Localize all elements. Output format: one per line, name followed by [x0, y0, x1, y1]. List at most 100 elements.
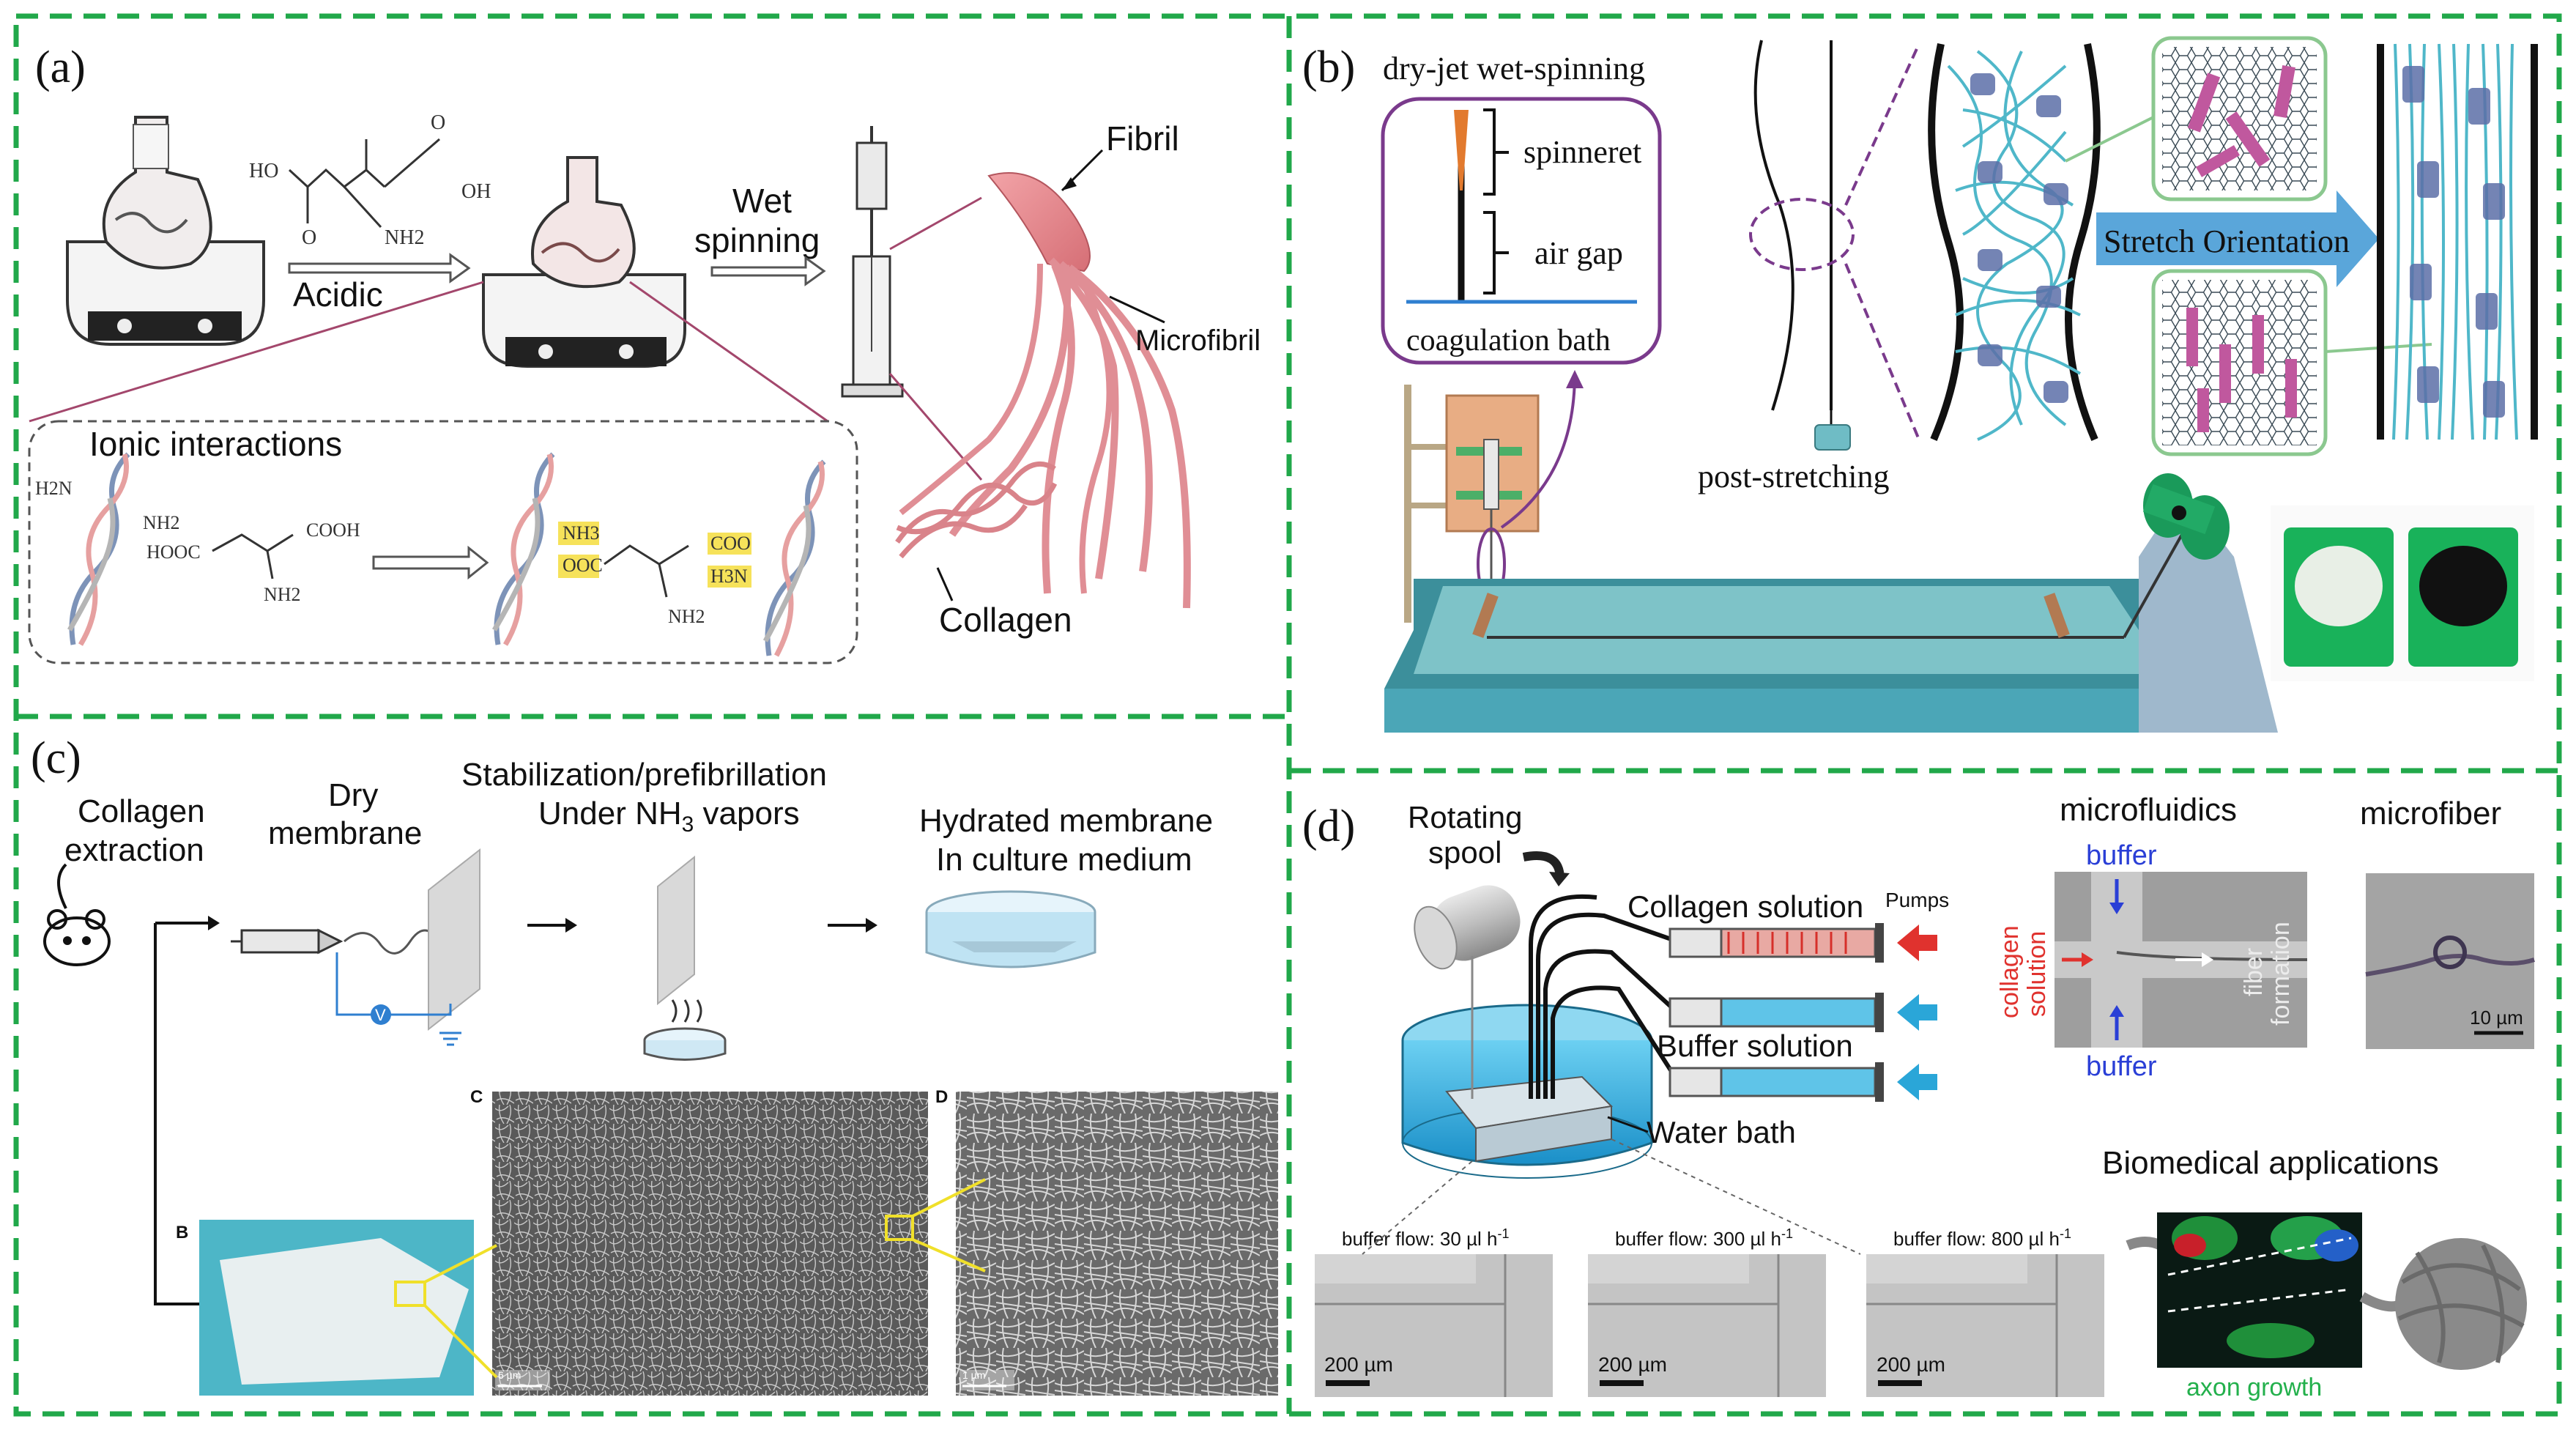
label-water-bath: Water bath	[1647, 1115, 1796, 1149]
molecular-structure-bottom	[2151, 269, 2328, 456]
microfluidic-chip	[2055, 872, 2308, 1048]
label-stretch-orientation: Stretch Orientation	[2104, 223, 2350, 259]
flow-label-2: buffer flow: 300 µl h-1	[1615, 1226, 1793, 1250]
label-ionic-interactions: Ionic interactions	[89, 425, 342, 463]
label-solution-vertical: solution	[2023, 931, 2051, 1017]
svg-text:NH3: NH3	[563, 522, 600, 544]
svg-text:HOOC: HOOC	[146, 541, 201, 563]
arrow-wet-spinning	[710, 256, 826, 286]
random-fiber-network	[1928, 42, 2101, 441]
zoom-ellipse	[1749, 198, 1855, 271]
label-spool: spool	[1428, 835, 1502, 870]
hot-plate-right-icon	[482, 156, 686, 368]
svg-text:HO: HO	[249, 160, 278, 182]
sub-label-c: C	[470, 1087, 483, 1107]
label-axon-growth: axon growth	[2186, 1374, 2322, 1401]
label-dry-jet: dry-jet wet-spinning	[1383, 51, 1645, 86]
flow-label-3: buffer flow: 800 µl h-1	[1893, 1226, 2071, 1250]
label-collagen: Collagen	[78, 793, 205, 829]
sem-image-c: 6 µm	[492, 1092, 928, 1396]
stretch-orientation-arrow	[2096, 190, 2379, 287]
scale-200-3: 200 µm	[1877, 1353, 1945, 1376]
label-microfiber: microfiber	[2360, 796, 2501, 831]
helix-middle	[491, 452, 555, 646]
panel-a: (a) HO O O OH NH2 Acidic	[28, 42, 1261, 664]
sub-label-b: B	[176, 1223, 188, 1242]
buffer-syringe-2	[1669, 1062, 1937, 1102]
molecular-structure-top	[2151, 36, 2328, 201]
helix-left	[67, 452, 130, 646]
label-fibril: Fibril	[1106, 119, 1179, 158]
label-rotating: Rotating	[1408, 800, 1522, 834]
membrane-photo	[199, 1220, 474, 1396]
vapor-dish-icon	[643, 999, 727, 1061]
panel-c: (c) Collagen extraction Dry membrane Sta…	[31, 733, 1278, 1396]
culture-dish-icon	[925, 890, 1096, 968]
sub-label-d: D	[935, 1087, 948, 1107]
label-pumps: Pumps	[1885, 889, 1949, 911]
hot-plate-left-icon	[66, 116, 265, 346]
label-coagulation-bath: coagulation bath	[1406, 324, 1611, 358]
fibril-illustration	[899, 172, 1191, 609]
tubing	[1471, 894, 1679, 1099]
label-formation-vertical: formation	[2267, 922, 2295, 1026]
panel-b-label: (b)	[1302, 42, 1355, 92]
svg-text:COOH: COOH	[306, 519, 360, 541]
spinning-apparatus	[1384, 370, 2278, 733]
svg-text:OOC: OOC	[563, 555, 603, 576]
label-collagen-a: Collagen	[939, 601, 1072, 639]
rotating-spool-icon	[1414, 851, 1570, 970]
scale-10um: 10 µm	[2470, 1007, 2523, 1029]
label-under-nh3: Under NH3 vapors	[538, 796, 800, 837]
weight-icon	[1814, 424, 1851, 451]
flow-image-3: buffer flow: 800 µl h-1 200 µm	[1866, 1226, 2104, 1397]
panel-d: (d) Rotating spool	[1302, 792, 2535, 1401]
sem-image-d: 1 µm	[956, 1092, 1278, 1396]
svg-text:COO: COO	[710, 533, 751, 554]
svg-text:NH2: NH2	[264, 584, 301, 605]
electrospinning-icon: V	[231, 848, 480, 1046]
label-buffer-bottom: buffer	[2086, 1051, 2157, 1082]
flow-image-1: buffer flow: 30 µl h-1 200 µm	[1315, 1226, 1553, 1397]
collagen-syringe	[1669, 923, 1937, 963]
helix-right	[762, 459, 826, 657]
panel-d-label: (d)	[1302, 801, 1355, 851]
svg-text:NH2: NH2	[668, 606, 705, 627]
collagen-triple-helix	[895, 461, 1058, 559]
panel-c-label: (c)	[31, 733, 81, 783]
yarn-ball-icon	[2395, 1238, 2527, 1370]
flow-image-2: buffer flow: 300 µl h-1 200 µm	[1588, 1226, 1826, 1397]
scale-c: 6 µm	[498, 1369, 521, 1381]
flow-label-1: buffer flow: 30 µl h-1	[1342, 1226, 1510, 1250]
membrane-icon	[657, 855, 695, 1006]
label-culture-medium: In culture medium	[936, 842, 1192, 878]
panel-borders	[13, 13, 2562, 1417]
svg-text:H3N: H3N	[710, 566, 748, 587]
buffer-syringe-1	[1669, 993, 1937, 1032]
spinneret-detail-box	[1381, 97, 1662, 365]
ionic-interactions-box	[28, 420, 858, 664]
label-extraction: extraction	[64, 832, 204, 868]
svg-text:H2N: H2N	[35, 478, 73, 499]
label-collagen-vertical: collagen	[1996, 925, 2024, 1018]
panel-a-label: (a)	[35, 42, 86, 92]
label-biomedical: Biomedical applications	[2102, 1145, 2439, 1181]
axon-growth-image: axon growth	[2126, 1212, 2405, 1401]
svg-text:OH: OH	[461, 180, 491, 203]
label-collagen-solution: Collagen solution	[1627, 889, 1863, 924]
label-wet: Wet	[732, 182, 792, 220]
syringe-icon	[841, 126, 904, 398]
svg-text:NH2: NH2	[143, 512, 180, 533]
label-acidic: Acidic	[293, 275, 383, 314]
microfiber-image: 10 µm	[2365, 873, 2535, 1049]
water-bath	[1401, 1004, 1653, 1179]
label-buffer-solution: Buffer solution	[1657, 1029, 1853, 1063]
arrow-acidic	[288, 253, 471, 284]
label-dry: Dry	[328, 777, 378, 813]
fiber-spools-photo	[2271, 505, 2534, 681]
label-air-gap: air gap	[1534, 235, 1623, 271]
svg-text:O: O	[302, 226, 316, 249]
label-membrane: membrane	[268, 815, 422, 851]
scale-d: 1 µm	[962, 1369, 985, 1381]
